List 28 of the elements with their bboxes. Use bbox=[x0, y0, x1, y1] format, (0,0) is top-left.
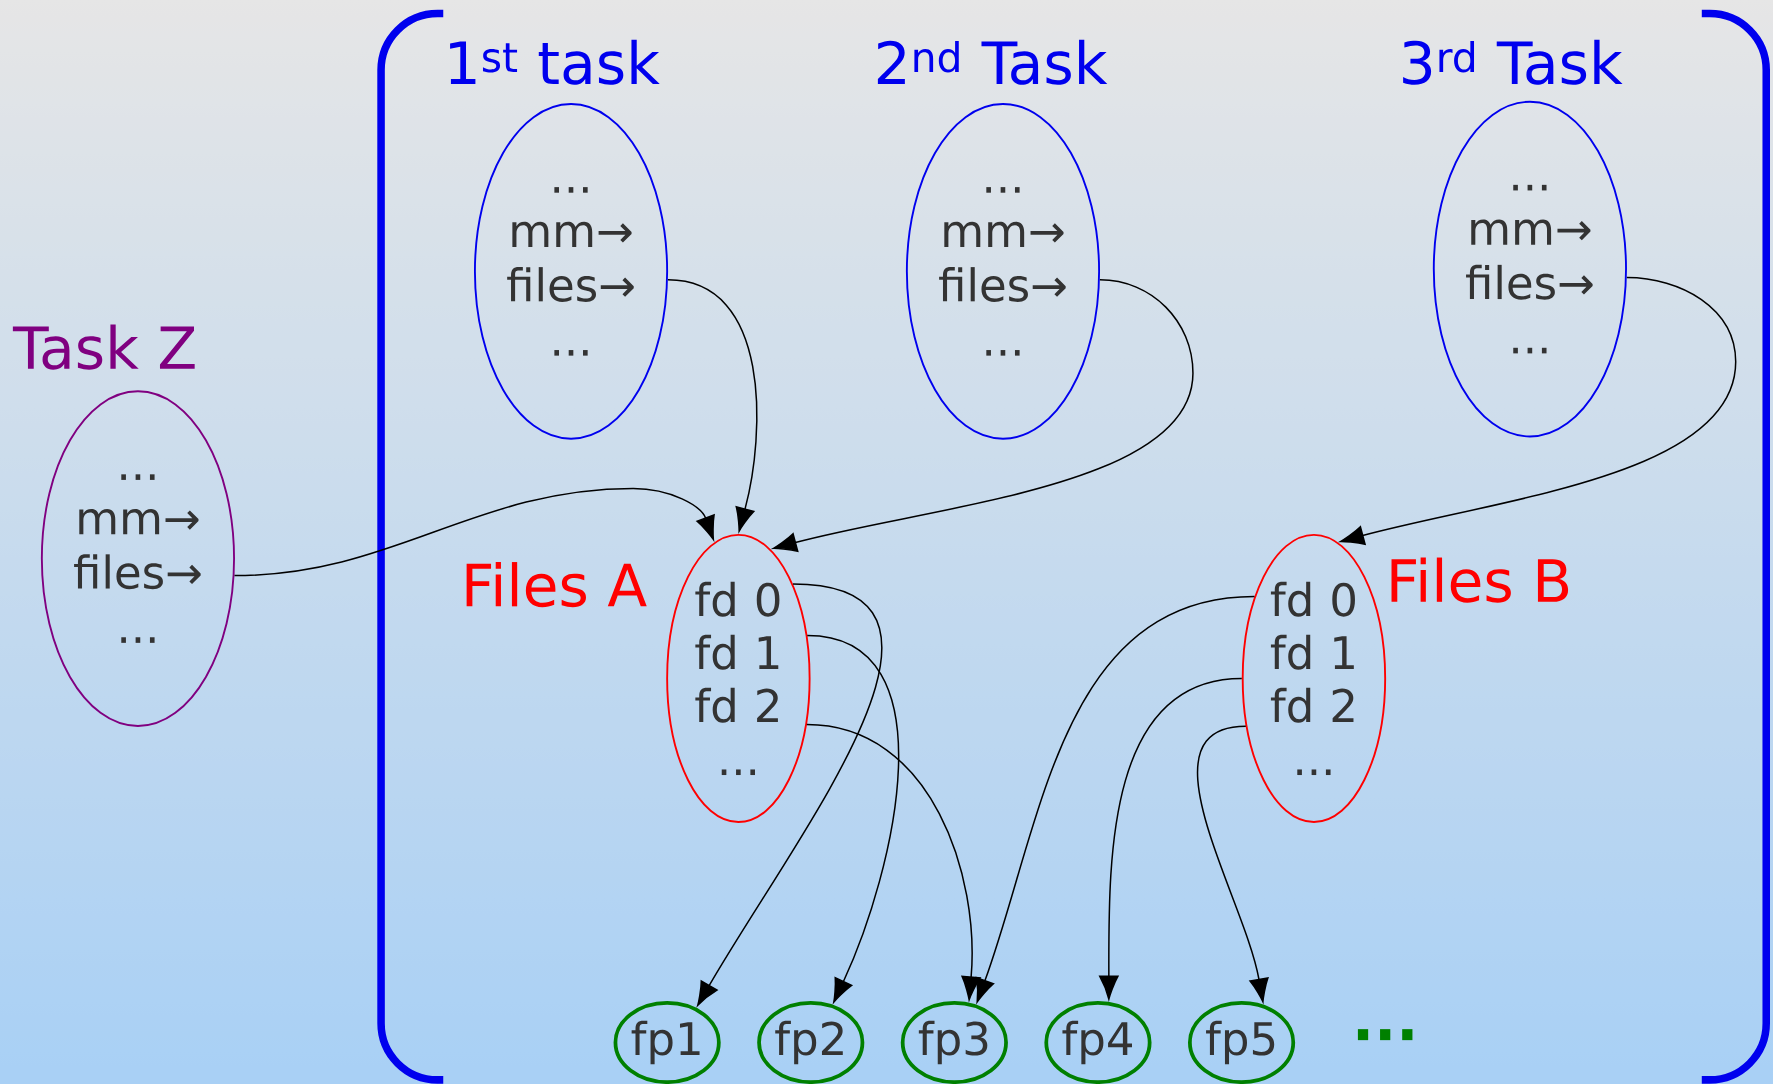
ellipse-node: ... mm→ files→ ... bbox=[1432, 100, 1627, 438]
ellipse-node: fp5 bbox=[1188, 1000, 1296, 1084]
heading: Files A bbox=[466, 561, 647, 607]
ellipse-node: fp2 bbox=[757, 1000, 865, 1084]
arrow bbox=[697, 582, 883, 1006]
arrow bbox=[806, 723, 981, 1001]
heading: Files B bbox=[1391, 557, 1569, 603]
heading: Task Z bbox=[12, 324, 195, 370]
ellipse-node: fp3 bbox=[900, 1000, 1008, 1084]
arrow bbox=[806, 634, 900, 1003]
ellipsis-mark: ... bbox=[1357, 1028, 1413, 1040]
heading: 1$^{st}$ task bbox=[450, 39, 660, 85]
arrow bbox=[975, 595, 1256, 1003]
heading: 3$^{rd}$ Task bbox=[1403, 39, 1623, 85]
ellipse-node: fp1 bbox=[613, 1000, 721, 1084]
ellipse-node: ... mm→ files→ ... bbox=[905, 102, 1101, 440]
arrow bbox=[1196, 725, 1269, 1003]
arrow bbox=[667, 278, 758, 532]
arrow bbox=[772, 278, 1194, 552]
arrow bbox=[1099, 677, 1243, 1000]
arrow bbox=[1340, 276, 1737, 545]
ellipse-node: ... mm→ files→ ... bbox=[474, 102, 669, 440]
ellipse-node: fd 0 fd 1 fd 2 ... bbox=[1241, 533, 1387, 823]
heading: 2$^{nd}$ Task bbox=[877, 39, 1108, 85]
ellipse-node: fp4 bbox=[1044, 1000, 1152, 1084]
ellipse-node: fd 0 fd 1 fd 2 ... bbox=[666, 533, 811, 823]
arrow bbox=[233, 487, 715, 577]
ellipse-node: ... mm→ files→ ... bbox=[40, 390, 235, 727]
